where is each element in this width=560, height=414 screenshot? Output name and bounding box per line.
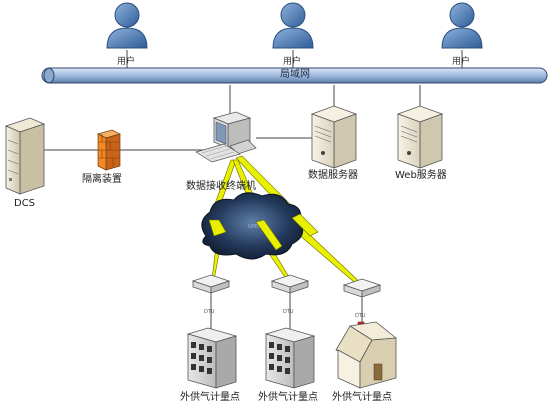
user-icon [106,2,148,49]
dcs-cabinet-icon [4,117,46,195]
lan-bus [41,67,548,84]
isolation-device-label: 隔离装置 [82,174,122,185]
user-icon [272,2,314,49]
dtu-label: DTU [283,309,294,315]
dtu-label: DTU [204,309,215,315]
dtu-icon [342,278,382,298]
user-label: 用户 [283,57,302,67]
dcs-label: DCS [14,198,36,209]
metering-point-label: 外供气计量点 [258,392,318,403]
server-icon [310,105,358,169]
dtu-icon [191,274,231,294]
dtu-label: DTU [355,313,366,319]
building-icon [264,327,316,389]
metering-point-label: 外供气计量点 [332,392,392,403]
building-icon [186,327,238,389]
house-icon [335,321,398,389]
terminal-label: 数据接收终端机 [186,181,256,192]
metering-point-label: 外供气计量点 [180,392,240,403]
server-icon [396,105,444,169]
computer-icon [195,111,257,163]
dtu-icon [270,274,310,294]
cloud-label: GPRS [248,224,262,230]
web-server-label: Web服务器 [395,170,447,181]
user-icon [441,2,483,49]
lan-label: 局域网 [280,69,310,80]
user-label: 用户 [452,57,471,67]
data-server-label: 数据服务器 [308,170,358,181]
firewall-icon [97,129,121,171]
lightning-icon [208,213,319,251]
user-label: 用户 [117,57,136,67]
